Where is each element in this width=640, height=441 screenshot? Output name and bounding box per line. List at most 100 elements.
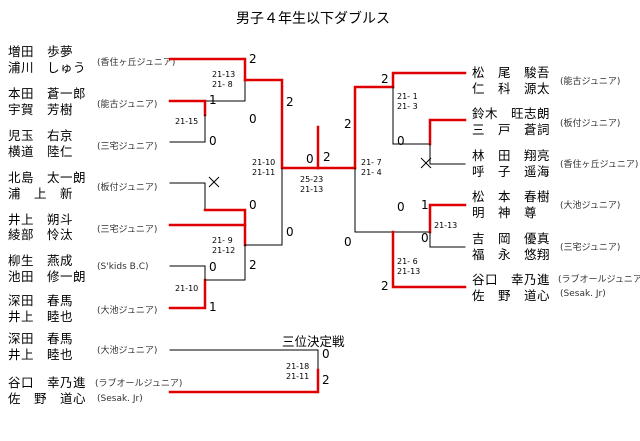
- right-pair-6-player-1: 谷口 幸乃進: [472, 272, 551, 287]
- right-pair-5-player-1: 吉 岡 優真: [472, 231, 551, 246]
- bracket-line-l4: [169, 182, 206, 211]
- result-l-s2: 0: [286, 225, 294, 239]
- result-r-s1: 2: [344, 117, 352, 131]
- result-r-b1: 1: [421, 198, 429, 212]
- bracket-line-rs2: [354, 167, 394, 233]
- bracket-line-l3: [169, 114, 206, 143]
- right-pair-1-club: (能古ジュニア): [560, 77, 621, 87]
- result-r-a1: 2: [381, 72, 389, 86]
- bracket-line-r12: [392, 86, 431, 145]
- left-pair-1-player-1: 増田 歩夢: [8, 44, 74, 59]
- bracket-line-l67: [204, 244, 246, 281]
- left-pair-2-player-2: 宇賀 芳樹: [8, 102, 74, 117]
- right-pair-3-player-2: 呼 子 遥海: [472, 164, 551, 179]
- right-pair-6-club-2: (Sesak. Jr): [560, 289, 606, 299]
- left-pair-5-player-1: 井上 朔斗: [8, 212, 74, 227]
- result-third-2: 2: [322, 373, 330, 387]
- third-pair-1-club: (大池ジュニア): [97, 346, 158, 356]
- right-pair-2-player-2: 三 戸 蒼詞: [472, 122, 551, 137]
- result-third-1: 0: [322, 347, 330, 361]
- bracket-line-r3: [429, 143, 466, 165]
- score-r-r1-b: 21-13: [434, 221, 458, 230]
- third-pair-2-club-2: (Sesak. Jr): [97, 394, 143, 404]
- left-pair-3-player-1: 児玉 右京: [8, 128, 74, 143]
- third-place-title: 三位決定戦: [282, 334, 345, 349]
- left-pair-2-player-1: 本田 蒼一郎: [8, 86, 87, 101]
- result-l-d2: 1: [209, 300, 217, 314]
- bracket-line-r4-win: [428, 203, 467, 234]
- right-pair-4-player-1: 松 本 春樹: [472, 189, 551, 204]
- result-r-c1: 0: [397, 200, 405, 214]
- left-pair-1-player-2: 浦川 しゅう: [8, 60, 87, 75]
- result-final-left: 0: [306, 152, 314, 166]
- right-pair-1-player-1: 松 尾 駿吾: [472, 65, 551, 80]
- result-l-a2: 0: [249, 112, 257, 126]
- bracket-title: 男子４年生以下ダブルス: [236, 11, 390, 27]
- score-l-r1-b: 21-15: [175, 117, 199, 126]
- left-pair-3-player-2: 横道 陸仁: [8, 144, 74, 159]
- left-pair-4-club: (板付ジュニア): [97, 183, 158, 193]
- result-l-c2: 2: [249, 258, 257, 272]
- bracket-line-l6: [169, 265, 206, 281]
- right-pair-3-player-1: 林 田 翔亮: [472, 148, 551, 163]
- right-pair-6-player-2: 佐 野 道心: [472, 288, 551, 303]
- bracket-line-t1: [169, 349, 319, 371]
- score-l-r1-d: 21-10: [175, 284, 199, 293]
- result-r-a2: 0: [397, 134, 405, 148]
- bracket-line-l7-win: [168, 278, 207, 310]
- left-pair-7-player-1: 深田 春馬: [8, 293, 74, 308]
- bracket-line-l2-sub-win: [168, 99, 207, 117]
- right-pair-5-club: (三宅ジュニア): [560, 243, 621, 253]
- bracket-line-r1-win: [391, 71, 467, 89]
- third-pair-2-player-2: 佐 野 道心: [8, 391, 87, 406]
- bracket-line-rs1-win: [353, 85, 395, 170]
- left-pair-4-player-1: 北島 太一朗: [8, 170, 87, 185]
- result-r-c2: 2: [381, 279, 389, 293]
- bracket-line-t2-win: [168, 368, 320, 394]
- bracket-line-ls1-win: [243, 78, 320, 170]
- right-pair-4-club: (大池ジュニア): [560, 201, 621, 211]
- result-l-s1: 2: [286, 95, 294, 109]
- result-final-right: 2: [323, 150, 331, 164]
- left-pair-4-player-2: 浦 上 新: [8, 186, 74, 201]
- bracket-line-r5: [429, 231, 466, 248]
- left-pair-3-club: (三宅ジュニア): [97, 142, 158, 152]
- left-pair-6-player-2: 池田 修一朗: [8, 269, 87, 284]
- third-pair-1-player-2: 井上 睦也: [8, 347, 74, 362]
- right-pair-5-player-2: 福 永 悠翔: [472, 247, 551, 262]
- left-pair-7-club: (大池ジュニア): [97, 306, 158, 316]
- bracket-line-ls2: [244, 167, 283, 246]
- result-l-c1: 0: [249, 198, 257, 212]
- result-l-a1: 2: [249, 52, 257, 66]
- left-pair-1-club: (香住ヶ丘ジュニア): [97, 58, 176, 68]
- third-pair-1-player-1: 深田 春馬: [8, 331, 74, 346]
- right-pair-1-player-2: 仁 科 源太: [472, 81, 551, 96]
- right-pair-2-player-1: 鈴木 旺志朗: [472, 106, 551, 121]
- result-l-b1: 1: [209, 93, 217, 107]
- right-pair-6-club: (ラブオールジュニア): [558, 275, 640, 285]
- right-pair-3-club: (香住ヶ丘ジュニア): [560, 160, 639, 170]
- left-pair-5-player-2: 綾部 怜汰: [8, 227, 74, 242]
- third-pair-2-club: (ラブオールジュニア): [95, 379, 183, 389]
- bracket-line-r2-win: [428, 118, 467, 146]
- bracket-line-l5-up: [203, 208, 247, 227]
- result-l-b2: 0: [209, 134, 217, 148]
- left-pair-2-club: (能古ジュニア): [97, 100, 158, 110]
- bracket-line-r6-win: [391, 230, 467, 289]
- left-pair-5-club: (三宅ジュニア): [97, 225, 158, 235]
- bracket-line-l1-win: [168, 57, 247, 82]
- left-pair-6-club: (S'kids B.C): [97, 262, 149, 272]
- result-r-s2: 0: [344, 235, 352, 249]
- result-r-b2: 0: [421, 231, 429, 245]
- result-l-d1: 0: [209, 260, 217, 274]
